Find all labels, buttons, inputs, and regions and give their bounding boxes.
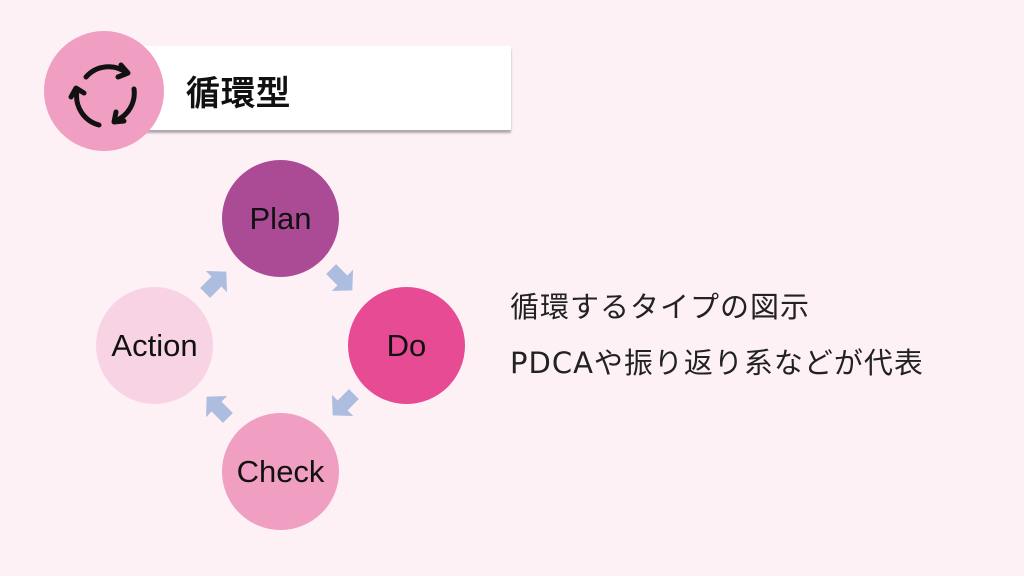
node-label-check: Check xyxy=(236,453,325,489)
node-check: Check xyxy=(222,413,339,530)
arrow-action-to-plan xyxy=(200,270,228,298)
arrow-do-to-check xyxy=(331,389,359,417)
node-action: Action xyxy=(96,287,213,404)
node-do: Do xyxy=(348,287,465,404)
arrow-plan-to-do xyxy=(326,264,354,292)
node-label-do: Do xyxy=(386,327,427,363)
page-title: 循環型 xyxy=(186,74,291,114)
node-label-action: Action xyxy=(111,327,198,363)
arrow-check-to-action xyxy=(205,395,233,423)
description-line-2: PDCAや振り返り系などが代表 xyxy=(510,346,924,380)
title-bar xyxy=(140,46,511,130)
title-icon-badge xyxy=(44,31,164,151)
node-plan: Plan xyxy=(222,160,339,277)
cycle-arrows-icon xyxy=(68,62,137,128)
description-line-1: 循環するタイプの図示 xyxy=(510,290,811,324)
node-label-plan: Plan xyxy=(249,200,312,236)
